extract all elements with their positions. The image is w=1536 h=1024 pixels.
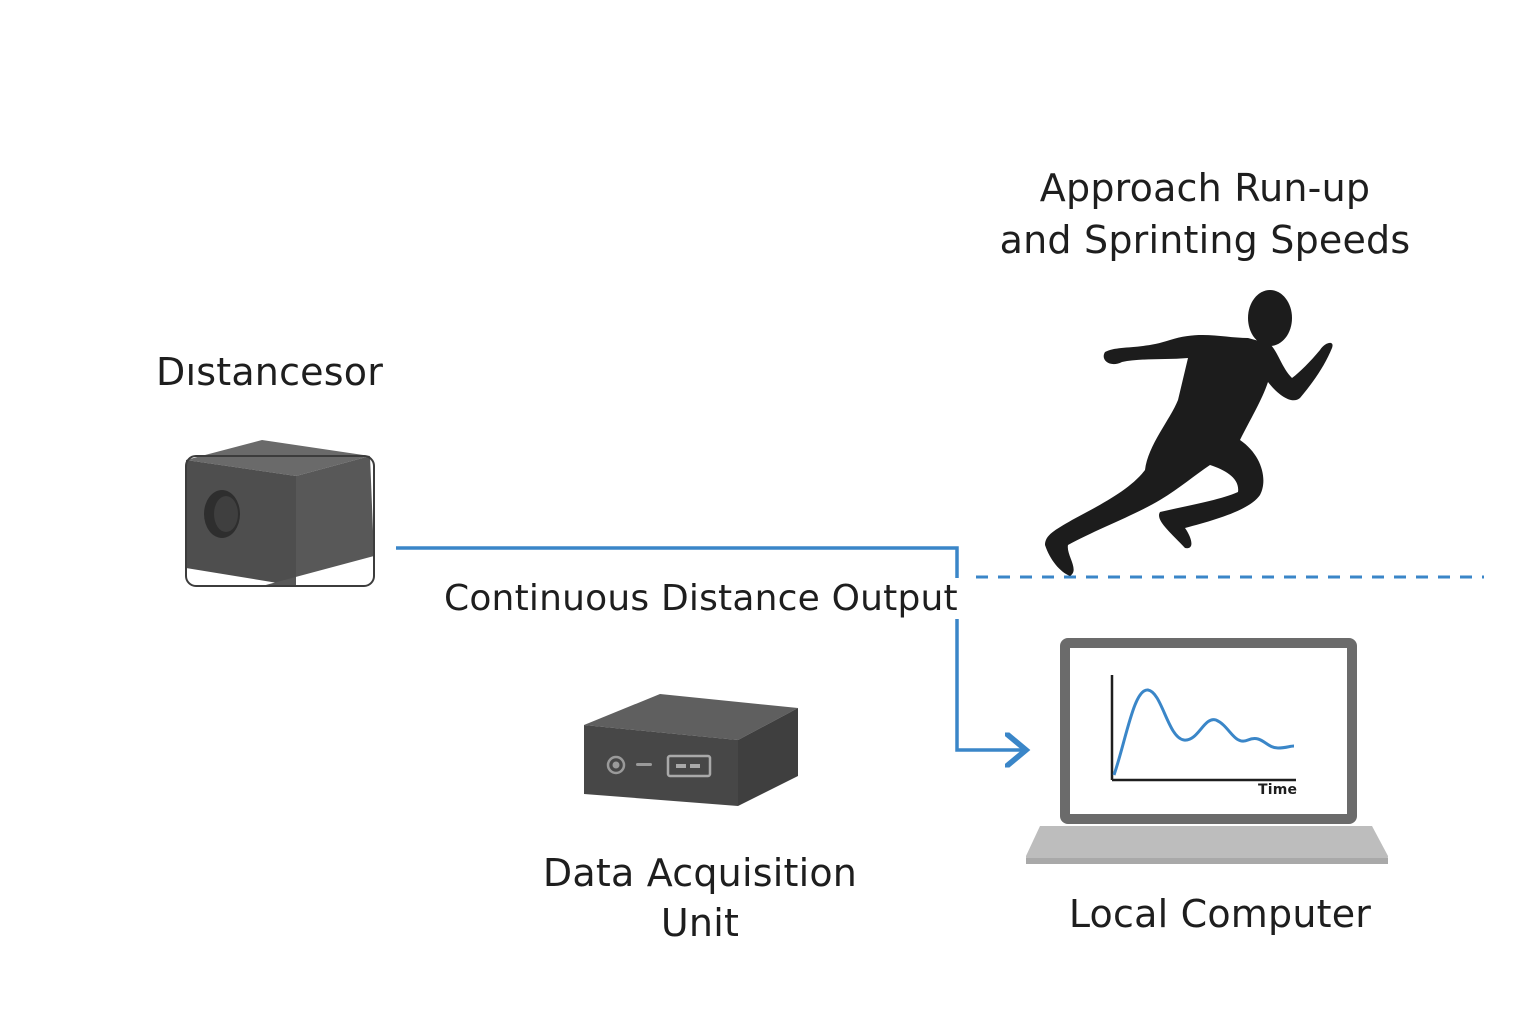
- distance-sensor-icon: [185, 440, 375, 587]
- screen-axis-label: Time: [1258, 782, 1298, 798]
- speeds-title-line2: and Sprinting Speeds: [999, 218, 1411, 262]
- sprinter-silhouette-icon: [1045, 290, 1333, 576]
- screen-plot: [1110, 675, 1296, 782]
- speeds-title: Approach Run-up and Sprinting Speeds: [980, 162, 1430, 266]
- daq-label-line1: Data Acquisition: [542, 851, 858, 895]
- signal-line: [396, 546, 1026, 750]
- laptop-icon: [1026, 638, 1388, 864]
- computer-label: Local Computer: [1068, 892, 1372, 936]
- daq-label: Data Acquisition Unit: [520, 848, 880, 948]
- sensor-label: Dıstancesor: [156, 350, 384, 394]
- speeds-title-line1: Approach Run-up: [1039, 166, 1371, 210]
- daq-label-line2: Unit: [660, 901, 740, 945]
- daq-box-icon: [584, 694, 798, 806]
- output-label: Continuous Distance Output: [442, 578, 960, 619]
